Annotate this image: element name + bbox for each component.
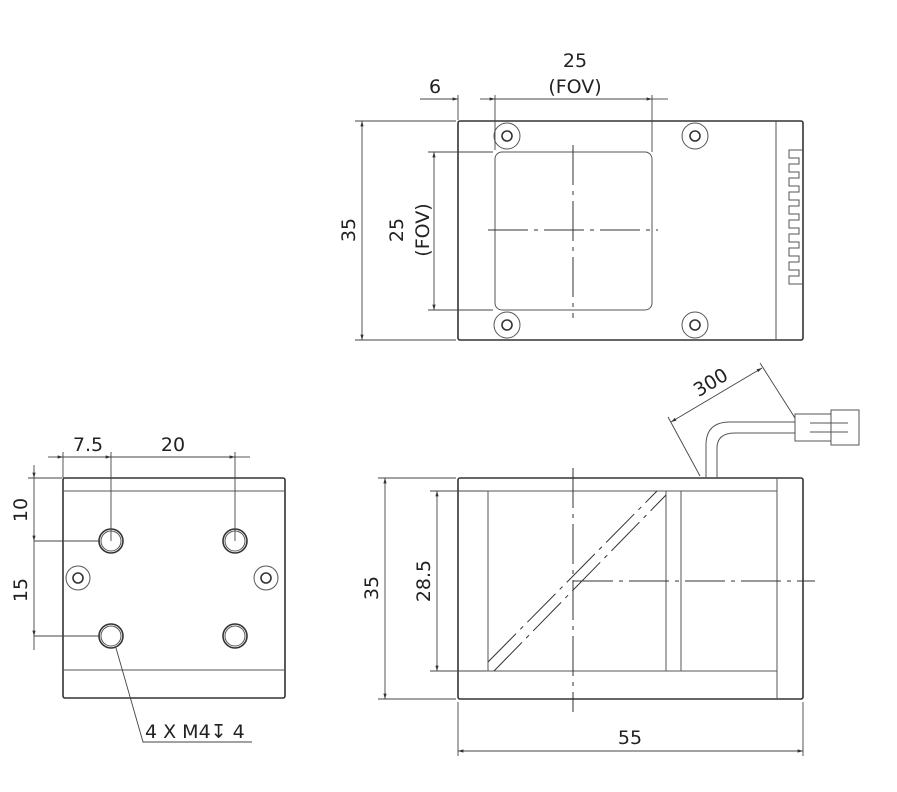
dim-height: 35 — [361, 576, 383, 600]
dim-height: 35 — [338, 218, 360, 242]
side-view: 300 35 28.5 55 — [361, 362, 860, 756]
dim-x-offset: 7.5 — [73, 434, 103, 456]
top-view: 6 25 (FOV) 35 25 (FOV) — [338, 50, 804, 341]
hole-callout: 4 X M4↧ 4 — [145, 721, 245, 743]
bottom-view: 7.5 20 10 15 4 X M4↧ 4 — [10, 434, 286, 743]
dim-cable: 300 — [690, 364, 732, 402]
dim-offset: 6 — [429, 76, 441, 98]
cable — [705, 409, 860, 478]
dim-fov-height: 25 — [386, 218, 408, 242]
dim-x-spacing: 20 — [161, 434, 185, 456]
screw-holes — [493, 122, 709, 339]
dim-fov-width-note: (FOV) — [548, 76, 601, 98]
dim-y-spacing: 15 — [10, 578, 32, 602]
dim-inner-height: 28.5 — [413, 560, 435, 602]
dim-length: 55 — [618, 727, 642, 749]
dim-fov-height-note: (FOV) — [412, 203, 434, 256]
mounting-holes — [65, 528, 279, 649]
dim-y-offset: 10 — [10, 498, 32, 522]
dim-fov-width: 25 — [563, 50, 587, 72]
